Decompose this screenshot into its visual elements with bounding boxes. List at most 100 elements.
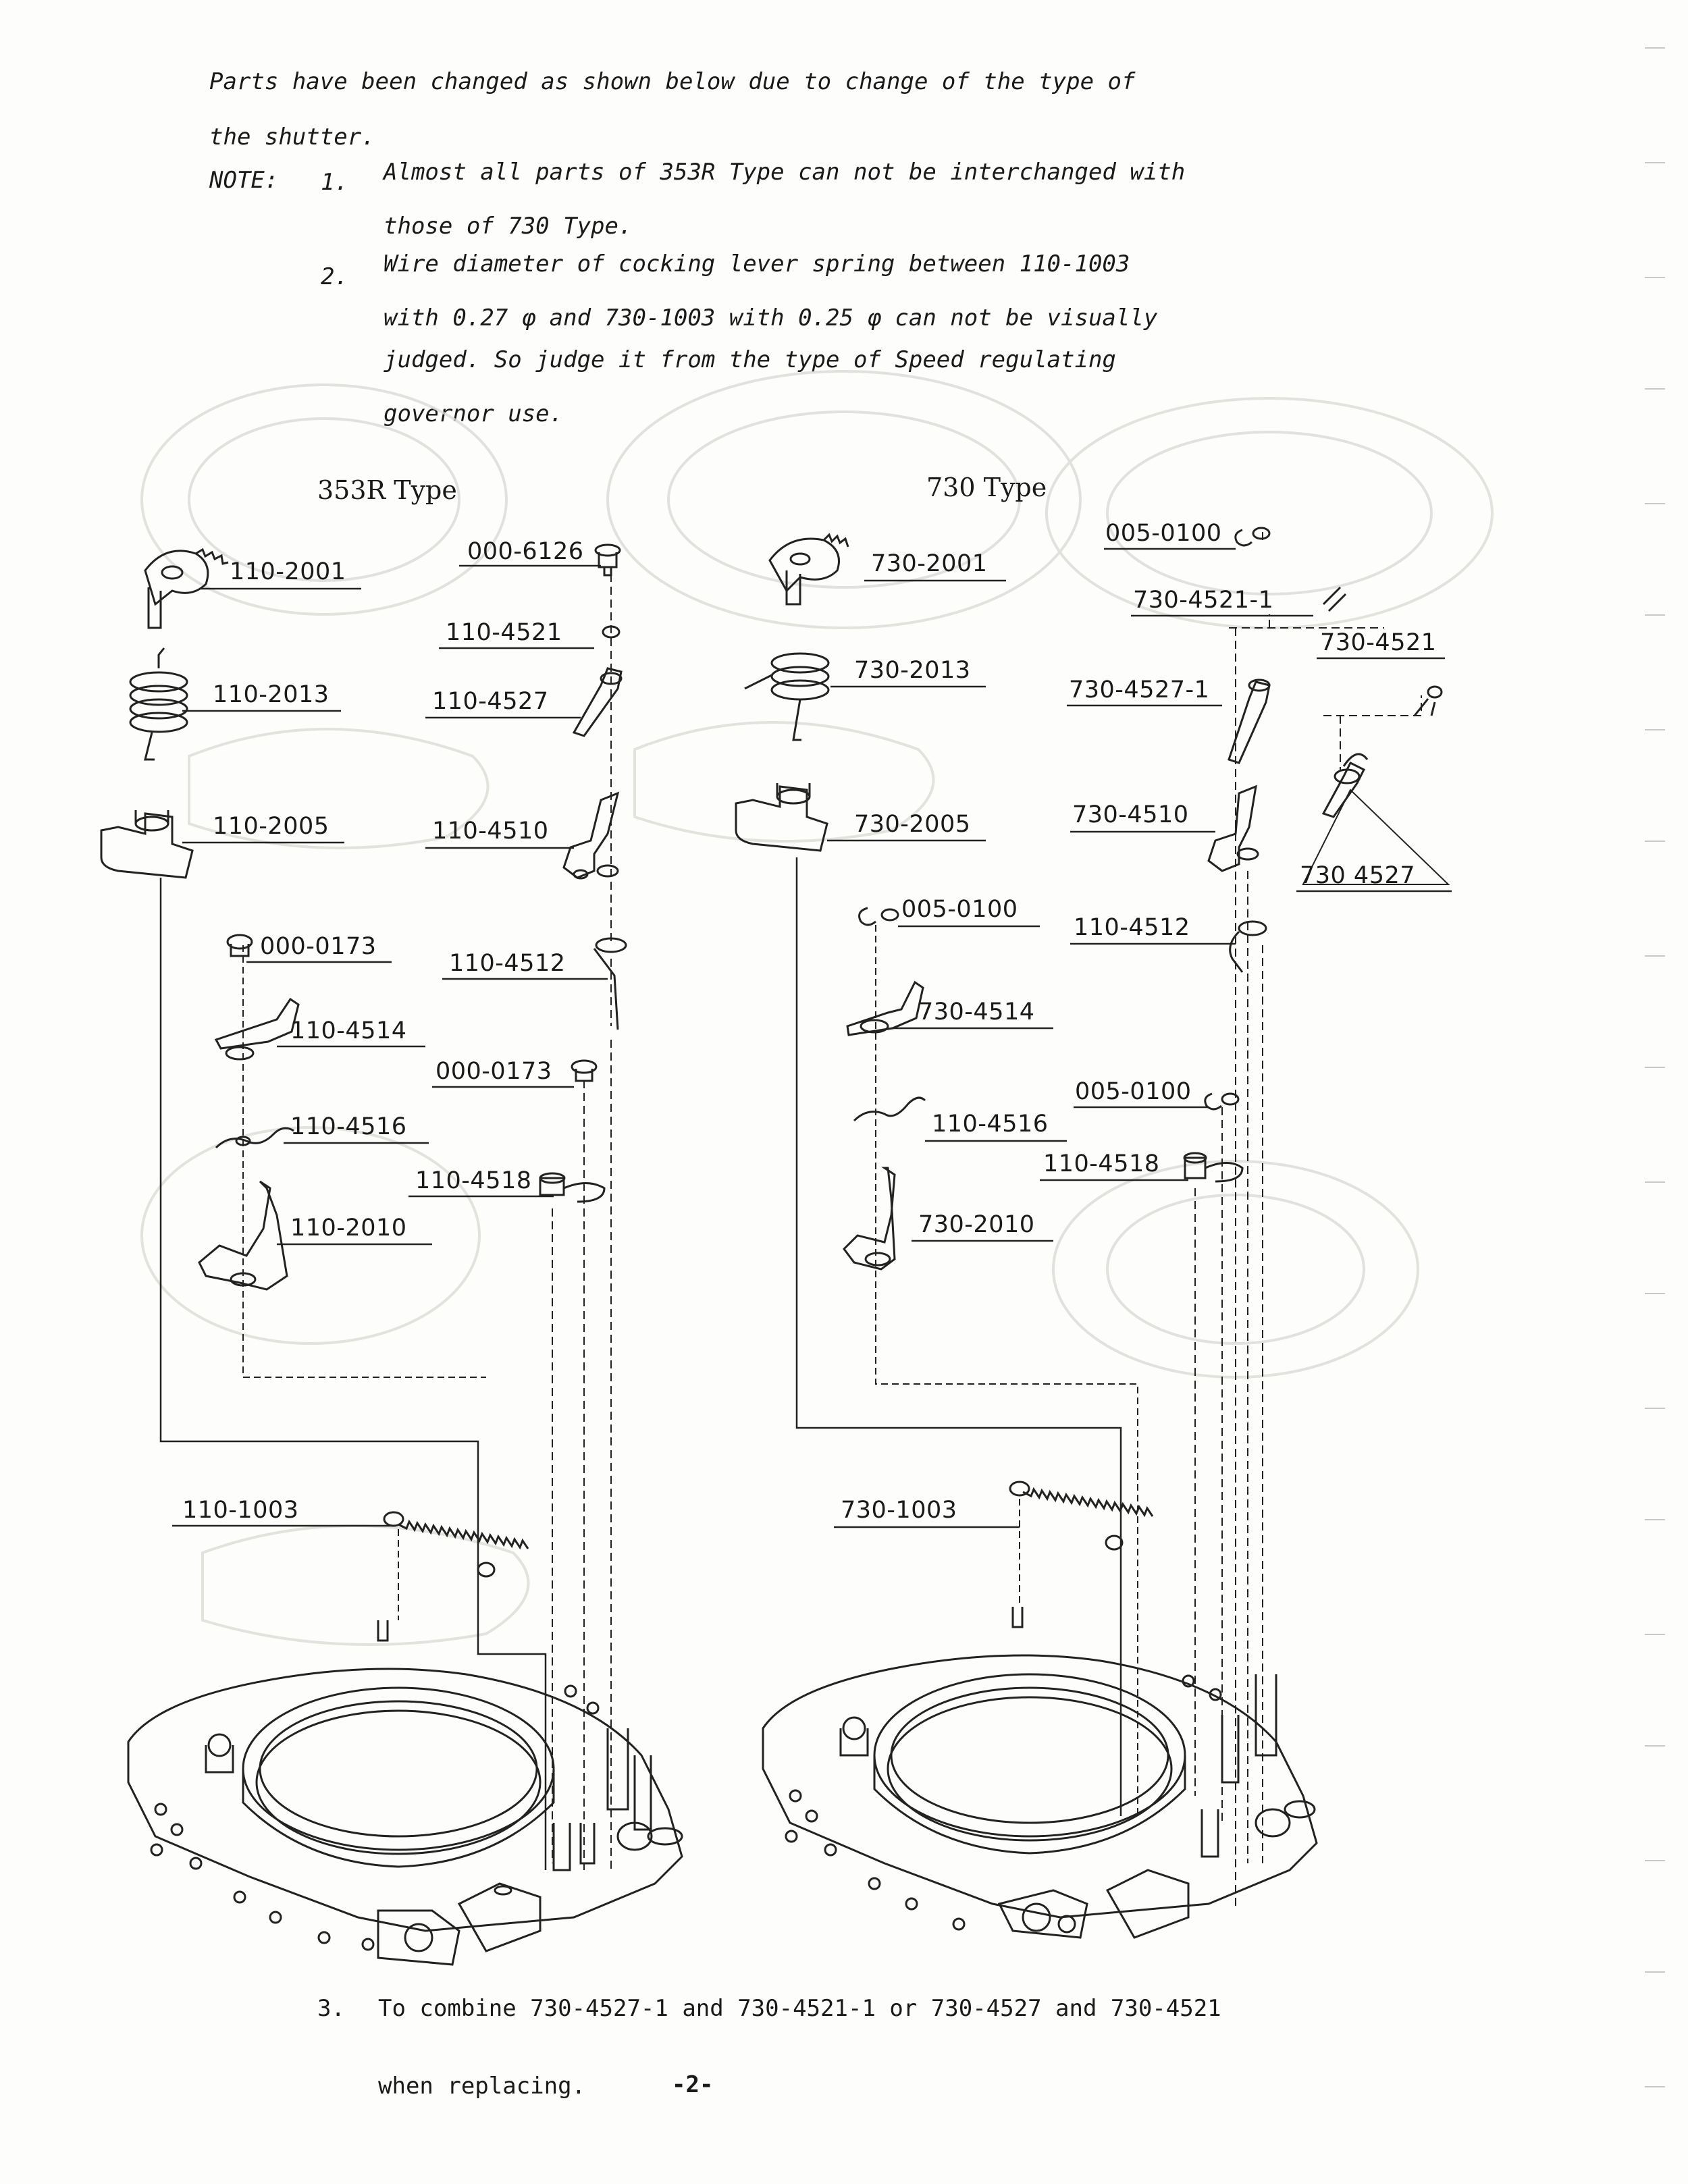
note-2-line-2: with 0.27 φ and 730-1003 with 0.25 φ can… — [384, 304, 1158, 331]
margin-tick — [1645, 277, 1665, 278]
margin-tick — [1645, 47, 1665, 49]
right-pin-110-4518 — [1183, 1152, 1244, 1183]
intro-line-2: the shutter. — [209, 124, 375, 151]
part-label-110-4512-right: 110-4512 — [1074, 914, 1190, 941]
margin-tick — [1645, 614, 1665, 616]
note-1-line-2: those of 730 Type. — [384, 213, 633, 240]
part-label-005-0100-top: 005-0100 — [1105, 520, 1222, 547]
right-assembly — [735, 527, 1450, 1939]
margin-tick — [1645, 503, 1665, 504]
part-label-000-0173-b: 000-0173 — [436, 1058, 552, 1085]
margin-tick — [1645, 729, 1665, 730]
margin-tick — [1645, 1860, 1665, 1861]
part-label-000-0173-a: 000-0173 — [260, 933, 377, 960]
margin-tick — [1645, 1408, 1665, 1409]
heading-730-type: 730 Type — [926, 473, 1047, 502]
left-spring-110-2013 — [129, 647, 188, 761]
part-label-730-4510: 730-4510 — [1072, 801, 1189, 828]
part-label-110-4518-right: 110-4518 — [1043, 1150, 1160, 1177]
right-base-plate — [762, 1607, 1318, 1939]
right-lever-730-4527-1 — [1228, 678, 1271, 764]
part-label-005-0100-a: 005-0100 — [901, 896, 1018, 923]
right-spring-110-4512 — [1229, 920, 1267, 973]
note-2-line-4: governor use. — [384, 400, 564, 427]
right-clip-005-0100a — [858, 907, 899, 926]
part-label-110-2005: 110-2005 — [213, 813, 329, 840]
note-2-line-3: judged. So judge it from the type of Spe… — [384, 346, 1116, 373]
left-lever-110-4510 — [562, 791, 620, 880]
right-lever-730-4514 — [846, 980, 924, 1036]
label-underlines — [172, 548, 1452, 1528]
part-label-730-4527-1: 730-4527-1 — [1069, 676, 1210, 703]
left-cam-110-2001 — [144, 548, 229, 629]
part-label-110-4516: 110-4516 — [290, 1113, 407, 1140]
margin-tick — [1645, 1067, 1665, 1068]
part-label-005-0100-c: 005-0100 — [1075, 1078, 1192, 1105]
left-screw-000-0173b — [571, 1059, 598, 1082]
margin-tick — [1645, 1519, 1665, 1520]
left-screw-000-6126 — [594, 543, 621, 577]
note-1-line-1: Almost all parts of 353R Type can not be… — [384, 159, 1186, 186]
margin-tick — [1645, 1745, 1665, 1747]
part-label-110-4514: 110-4514 — [290, 1017, 407, 1044]
margin-tick — [1645, 841, 1665, 842]
margin-tick — [1645, 2086, 1665, 2087]
right-spring-730-2013 — [744, 652, 830, 741]
footer-note-3-line-2: when replacing. — [378, 2073, 586, 2100]
part-label-730-2005: 730-2005 — [854, 811, 971, 838]
part-label-110-2001: 110-2001 — [230, 558, 346, 585]
margin-tick — [1645, 388, 1665, 390]
left-assembly — [100, 543, 683, 1966]
right-bracket-730-2005 — [735, 783, 828, 852]
right-lever-730-2010 — [843, 1167, 896, 1271]
footer-note-3-line-1: To combine 730-4527-1 and 730-4521-1 or … — [378, 1995, 1221, 2022]
part-label-110-4510: 110-4510 — [432, 818, 549, 845]
part-label-730-4527: 730 4527 — [1300, 862, 1416, 889]
left-wire-110-4516 — [215, 1127, 294, 1149]
part-label-730-2013: 730-2013 — [854, 657, 971, 684]
part-label-110-4521: 110-4521 — [446, 619, 562, 646]
part-label-110-2010: 110-2010 — [290, 1215, 407, 1242]
part-label-110-2013: 110-2013 — [213, 681, 329, 708]
part-label-000-6126: 000-6126 — [467, 538, 584, 565]
bleed-through-ghost — [140, 370, 1494, 1646]
margin-tick — [1645, 162, 1665, 163]
left-spring-110-4512 — [593, 937, 627, 1030]
margin-tick — [1645, 1971, 1665, 1973]
part-label-110-4518: 110-4518 — [415, 1167, 532, 1194]
right-cam-730-2001 — [768, 533, 849, 606]
note-2-line-1: Wire diameter of cocking lever spring be… — [384, 250, 1130, 277]
part-label-730-4521-1: 730-4521-1 — [1133, 587, 1274, 614]
note-label: NOTE: — [209, 167, 279, 194]
part-label-110-4516-right: 110-4516 — [932, 1111, 1049, 1138]
part-label-730-4514: 730-4514 — [918, 998, 1035, 1026]
note-1-number: 1. — [321, 169, 348, 196]
margin-tick — [1645, 1634, 1665, 1635]
right-part-730-4521-1 — [1322, 586, 1347, 612]
intro-line-1: Parts have been changed as shown below d… — [209, 68, 1136, 95]
note-2-number: 2. — [321, 263, 348, 290]
part-label-730-2010: 730-2010 — [918, 1211, 1035, 1238]
right-lever-730-4510 — [1207, 784, 1259, 872]
part-label-730-4521: 730-4521 — [1320, 629, 1437, 656]
left-lever-110-2010 — [198, 1180, 288, 1291]
right-clip-005-0100-top — [1234, 527, 1271, 547]
part-label-110-1003: 110-1003 — [182, 1497, 299, 1524]
part-label-110-4527: 110-4527 — [432, 688, 549, 715]
footer-note-3-number: 3. — [317, 1995, 345, 2022]
part-label-730-1003: 730-1003 — [841, 1497, 957, 1524]
margin-tick — [1645, 1181, 1665, 1183]
left-lever-110-4514 — [214, 997, 300, 1061]
part-label-730-2001: 730-2001 — [871, 550, 988, 577]
left-pin-110-4518 — [539, 1172, 606, 1203]
right-lever-730-4527 — [1321, 753, 1369, 818]
part-label-110-4512: 110-4512 — [449, 950, 566, 977]
heading-353r-type: 353R Type — [317, 475, 457, 505]
page-number: -2- — [672, 2071, 714, 2098]
left-base-plate — [127, 1620, 683, 1966]
right-wire-110-4516 — [853, 1096, 926, 1122]
right-clip-005-0100c — [1204, 1092, 1240, 1111]
right-part-730-4521 — [1413, 685, 1443, 716]
right-spring-730-1003 — [1009, 1481, 1154, 1607]
